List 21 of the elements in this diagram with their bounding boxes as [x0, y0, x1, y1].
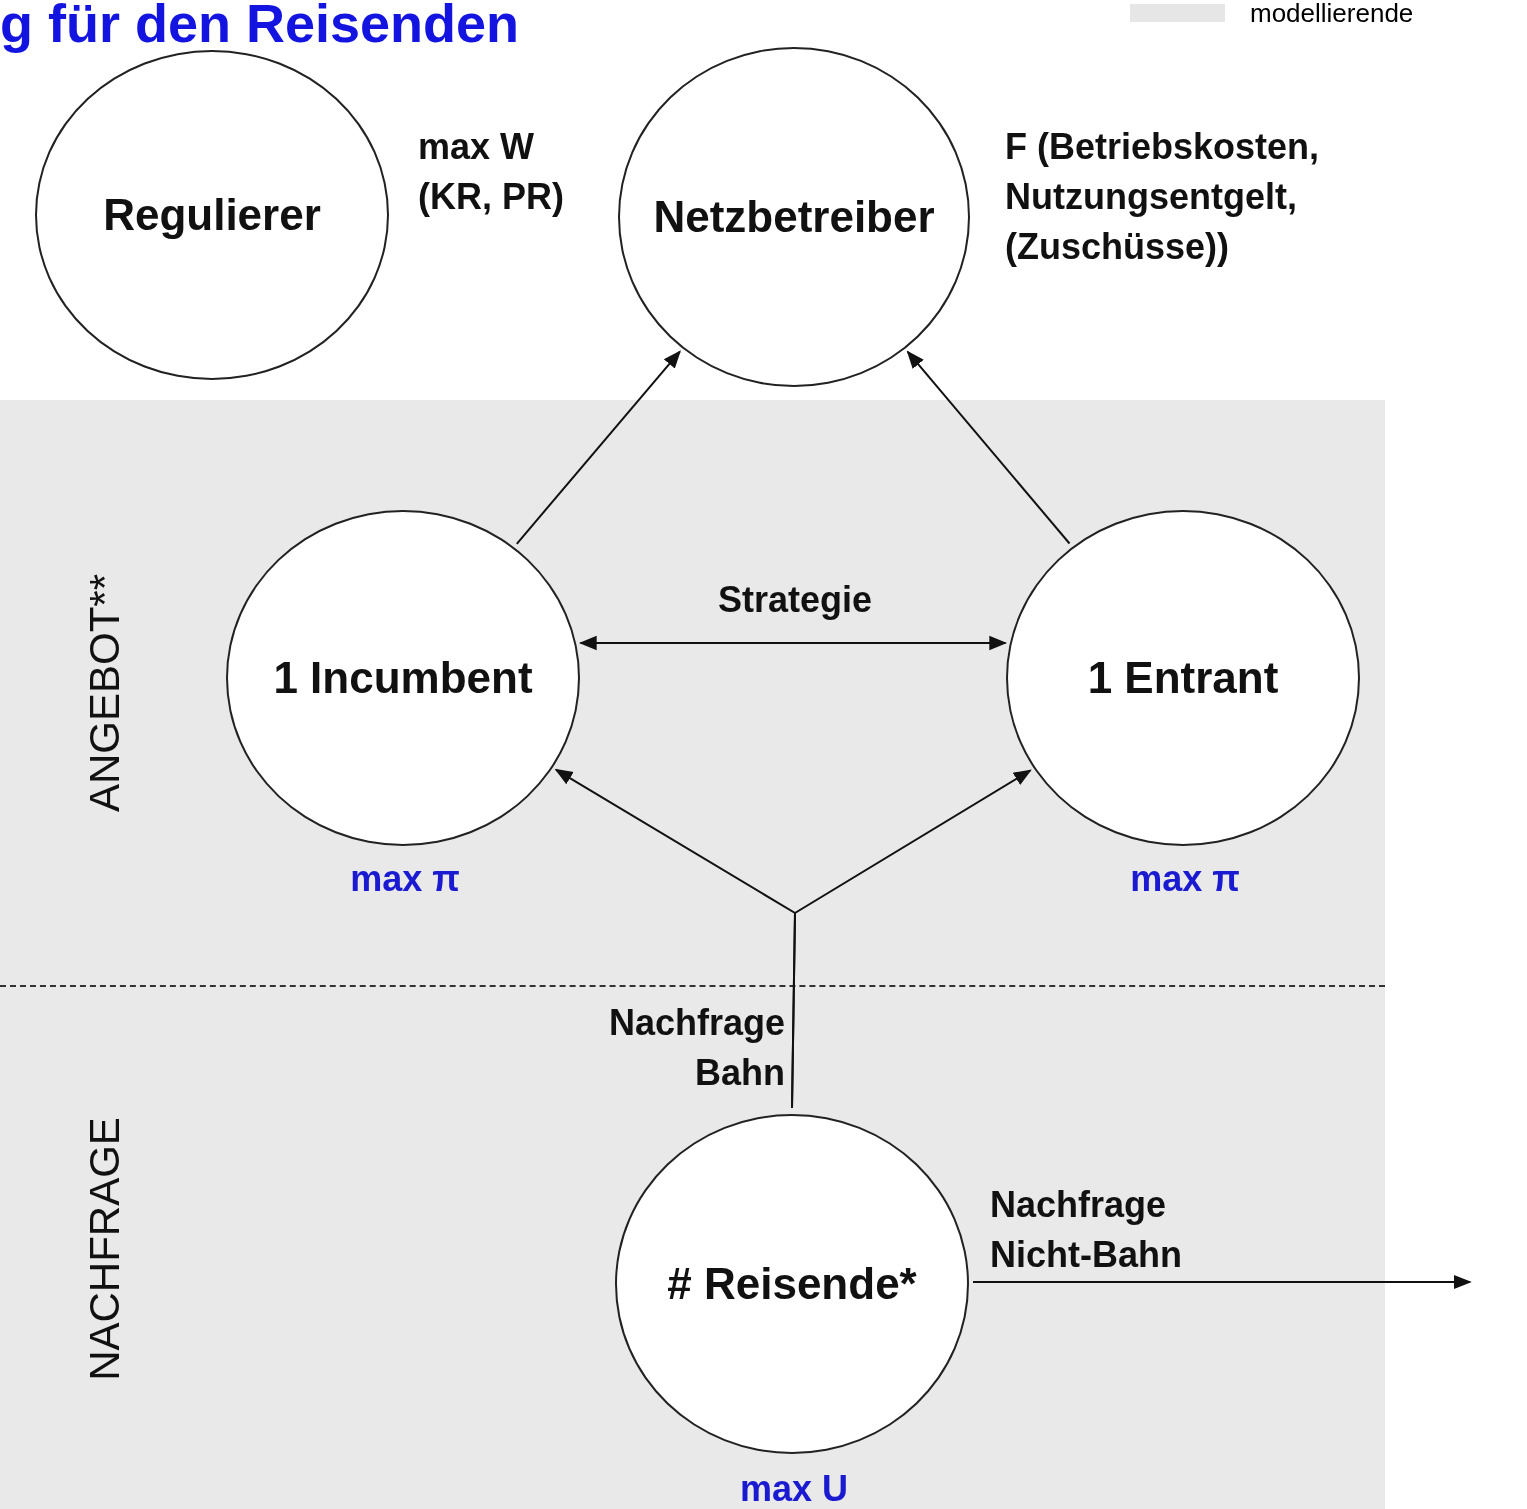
- arrow: [578, 635, 1008, 651]
- arrow: [906, 350, 1071, 545]
- annotation-text: max W (KR, PR): [418, 125, 565, 219]
- node-label: 1 Entrant: [1087, 653, 1279, 703]
- annotation-text: F (Betriebskosten, Nutzungsentgelt, (Zuschüsse)): [1005, 125, 1321, 269]
- legend-text: modellierende: [1250, 0, 1414, 29]
- objective-label: max π: [349, 857, 461, 901]
- objective-label: max π: [1129, 857, 1241, 901]
- section-label: ANGEBOT**: [81, 573, 129, 812]
- arrow: [515, 350, 681, 545]
- section-label: NACHFRAGE: [81, 1117, 129, 1381]
- title: g für den Reisenden: [0, 0, 520, 54]
- node-label: Netzbetreiber: [653, 192, 935, 242]
- objective-label: max U: [738, 1467, 850, 1509]
- arrow: [791, 769, 1032, 1109]
- arrow: [972, 1274, 1472, 1290]
- section-band: [0, 400, 1385, 985]
- node-label: 1 Incumbent: [273, 653, 533, 703]
- section-band: [0, 985, 1385, 1509]
- node-label: # Reisende*: [667, 1259, 917, 1309]
- node-label: Regulierer: [103, 190, 321, 240]
